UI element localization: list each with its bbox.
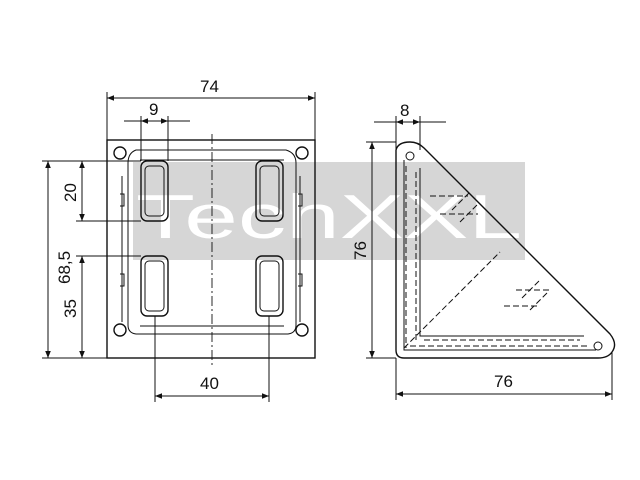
side-inner-wall: [403, 160, 596, 351]
corner-hole-top-right: [295, 146, 309, 160]
dim-height-label: 76: [351, 241, 370, 260]
side-outline: [395, 141, 616, 359]
slot-top-left-inner: [144, 165, 165, 217]
watermark: TechXXL: [133, 162, 525, 260]
dim-total-height-label: 68,5: [55, 251, 74, 284]
slot-top-right-inner: [259, 165, 280, 217]
dim-slot-height-label: 20: [61, 183, 80, 202]
watermark-band: [133, 162, 525, 260]
side-top-hole: [405, 151, 415, 161]
dim-slot-width-label: 9: [149, 100, 158, 119]
front-view: [106, 134, 316, 368]
side-view: [395, 141, 616, 359]
corner-hole-top-left: [113, 146, 127, 160]
slot-bottom-left-inner: [144, 260, 165, 312]
hidden-lines-vertical: [405, 166, 417, 348]
dim-thickness-label: 8: [400, 101, 409, 120]
dim-base-label: 76: [494, 372, 513, 391]
front-inner-rim: [121, 159, 301, 327]
hidden-lines-diagonal: [403, 195, 552, 349]
dim-width-label: 74: [200, 77, 219, 96]
front-inner-outline: [127, 149, 297, 335]
front-dimensions: 74 9 20 68,5 35 40: [42, 77, 316, 402]
side-inner-wall-2: [419, 168, 584, 337]
side-right-hole: [593, 341, 603, 351]
dim-lower-height-label: 35: [61, 299, 80, 318]
corner-hole-bottom-right: [295, 323, 309, 337]
hidden-diagonal-slots: [451, 191, 549, 311]
dim-slot-spacing-label: 40: [200, 374, 219, 393]
front-outline: [106, 139, 316, 359]
slot-bottom-right-inner: [259, 260, 280, 312]
slot-top-left: [140, 160, 169, 222]
side-tabs: [120, 193, 303, 287]
hidden-lines-horizontal: [410, 339, 588, 347]
side-dimensions: 8 76 76: [351, 101, 613, 400]
watermark-text: TechXXL: [136, 183, 522, 252]
corner-hole-bottom-left: [113, 323, 127, 337]
slot-top-right: [255, 160, 284, 222]
